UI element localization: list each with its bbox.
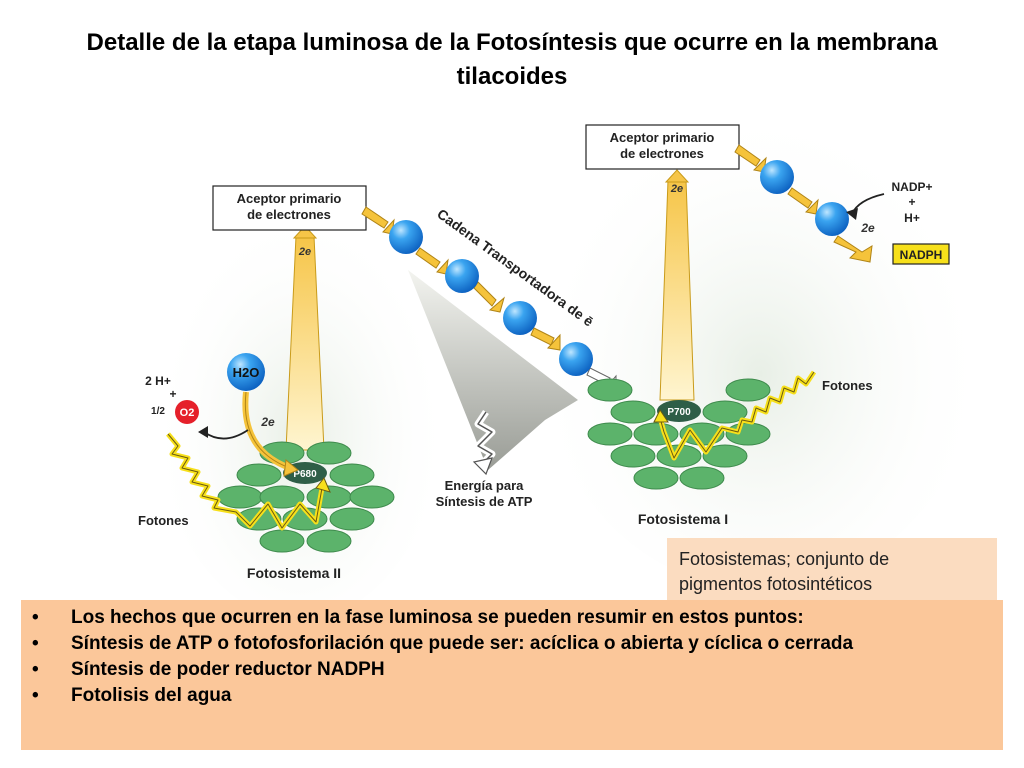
bullet-icon: • [32, 659, 39, 680]
electron-carriers-left [389, 220, 593, 376]
oxygen-molecule-icon [175, 400, 199, 424]
electron-carriers-right [760, 160, 849, 236]
carrier-ball [445, 259, 479, 293]
water-molecule-icon [227, 353, 265, 391]
photosystem-ii [217, 441, 395, 553]
nadph-box [892, 243, 950, 265]
energy-label-line1: Energía para [445, 478, 525, 493]
summary-box: •Los hechos que ocurren en la fase lumin… [21, 600, 1003, 750]
nadp-label: NADP+ [891, 180, 932, 194]
p700-center [657, 400, 701, 422]
two-e-label-right: 2e [670, 183, 683, 195]
p700-label: P700 [667, 407, 691, 418]
photosystem-i [587, 378, 771, 490]
carrier-ball [815, 202, 849, 236]
carrier-ball [760, 160, 794, 194]
ps1-label: Fotosistema I [638, 511, 728, 527]
energy-cone [408, 270, 578, 470]
h-plus-label: H+ [904, 211, 920, 225]
summary-item: •Síntesis de poder reductor NADPH [32, 659, 385, 680]
summary-item: •Fotolisis del agua [32, 685, 232, 706]
summary-item: •Síntesis de ATP o fotofosforilación que… [32, 633, 854, 654]
carrier-ball [503, 301, 537, 335]
nadph-label: NADPH [900, 248, 943, 262]
acceptor-right-line1: Aceptor primario [610, 130, 715, 145]
acceptor-box-left [212, 185, 367, 231]
two-e-label-left: 2e [298, 246, 311, 258]
half-label: 1/2 [151, 406, 165, 417]
energy-label-line2: Síntesis de ATP [436, 494, 533, 509]
nadp-plus: + [908, 195, 915, 209]
two-e-label-nadp: 2e [860, 221, 875, 235]
note-line-1: Fotosistemas; conjunto de [679, 549, 890, 569]
bullet-icon: • [32, 607, 39, 628]
photosystem-note: Fotosistemas; conjunto de pigmentos foto… [667, 538, 997, 606]
acceptor-left-line1: Aceptor primario [237, 191, 342, 206]
acceptor-box-right [585, 124, 740, 170]
acceptor-left-line2: de electrones [247, 207, 331, 222]
carrier-ball [389, 220, 423, 254]
photons-right-label: Fotones [822, 378, 873, 393]
chain-arrows-right [734, 144, 873, 263]
note-line-2: pigmentos fotosintéticos [679, 574, 873, 594]
two-e-water-label: 2e [260, 415, 275, 429]
protons-plus: + [169, 387, 176, 401]
ps2-label: Fotosistema II [247, 565, 341, 581]
summary-list: •Los hechos que ocurren en la fase lumin… [29, 606, 995, 707]
carrier-ball [559, 342, 593, 376]
bullet-icon: • [32, 633, 39, 654]
acceptor-right-line2: de electrones [620, 146, 704, 161]
page-title: Detalle de la etapa luminosa de la Fotos… [86, 29, 938, 90]
p680-label: P680 [293, 469, 317, 480]
protons-label: 2 H+ [145, 374, 171, 388]
bullet-icon: • [32, 685, 39, 706]
oxygen-label: O2 [180, 407, 195, 419]
water-label: H2O [233, 365, 260, 380]
summary-item: •Los hechos que ocurren en la fase lumin… [32, 607, 804, 628]
photons-left-label: Fotones [138, 513, 189, 528]
chain-arrows-left [361, 206, 617, 393]
